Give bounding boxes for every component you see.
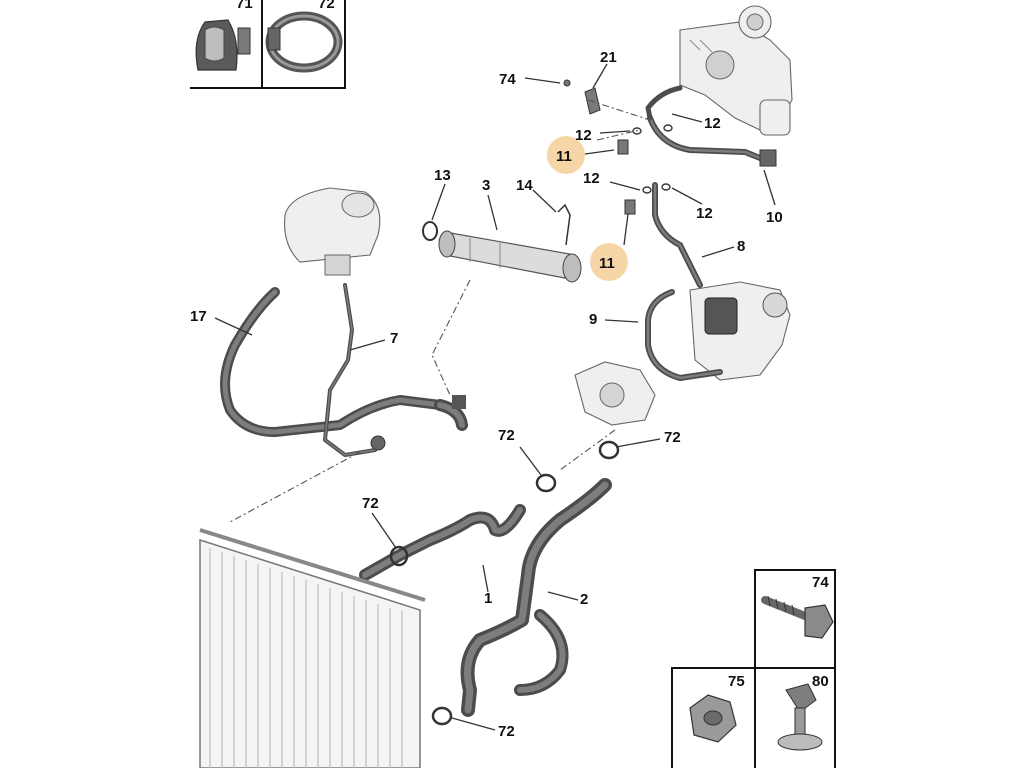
collar-72-icon <box>265 11 343 73</box>
pipe-9 <box>645 289 723 381</box>
callout-9: 9 <box>589 311 597 328</box>
exchanger-assembly <box>689 281 791 381</box>
pipe-7 <box>323 283 386 457</box>
callout-74-top: 74 <box>499 71 516 88</box>
inset-box-71-72: 71 72 <box>190 0 346 89</box>
callout-leaders <box>214 63 776 731</box>
clip-71-icon <box>195 19 251 71</box>
hose-17 <box>220 287 445 437</box>
clip-14 <box>557 203 571 246</box>
thermostat-housing <box>574 361 656 426</box>
highlight-11-a <box>547 136 585 174</box>
callout-74-inset: 74 <box>812 574 829 591</box>
pipe-10 <box>645 85 777 167</box>
callout-12-d: 12 <box>696 205 713 222</box>
callout-71: 71 <box>236 0 253 12</box>
callout-75-inset: 75 <box>728 673 745 690</box>
expansion-tank <box>284 187 381 276</box>
nut-75-icon <box>689 694 737 743</box>
callout-17: 17 <box>190 308 207 325</box>
callout-72-a: 72 <box>498 427 515 444</box>
seals-and-bolts <box>617 124 673 215</box>
highlight-11-b <box>590 243 628 281</box>
callout-12-c: 12 <box>583 170 600 187</box>
callout-72-c: 72 <box>362 495 379 512</box>
hose-2 <box>460 478 612 717</box>
seal-13 <box>422 221 438 241</box>
callout-21: 21 <box>600 49 617 66</box>
hose-upper-bend <box>434 395 468 431</box>
inset-box-74-75-80: 74 75 80 <box>671 569 836 768</box>
callout-13: 13 <box>434 167 451 184</box>
callout-12-a: 12 <box>575 127 592 144</box>
pipe-3 <box>438 230 582 283</box>
callout-80-inset: 80 <box>812 673 829 690</box>
turbocharger <box>679 5 793 136</box>
callout-11-a: 11 <box>556 148 572 165</box>
callout-72-d: 72 <box>498 723 515 740</box>
callout-12-b: 12 <box>704 115 721 132</box>
clip-80-icon <box>777 683 823 751</box>
callout-8: 8 <box>737 238 745 255</box>
callout-72-inset: 72 <box>318 0 335 12</box>
callout-14: 14 <box>516 177 533 194</box>
radiator <box>199 528 426 768</box>
callout-1: 1 <box>484 590 492 607</box>
callout-11-b: 11 <box>599 255 615 272</box>
callout-10: 10 <box>766 209 783 226</box>
hose-1 <box>359 504 526 581</box>
bolt-74-icon <box>761 595 834 639</box>
callout-numbers: 74 21 12 12 11 13 3 14 12 12 10 8 11 17 … <box>190 49 783 740</box>
assembly-lines <box>229 99 651 523</box>
callout-2: 2 <box>580 591 588 608</box>
callout-7: 7 <box>390 330 398 347</box>
callout-72-b: 72 <box>664 429 681 446</box>
collars-72 <box>389 440 620 726</box>
callout-3: 3 <box>482 177 490 194</box>
pipe-8 <box>652 182 703 288</box>
